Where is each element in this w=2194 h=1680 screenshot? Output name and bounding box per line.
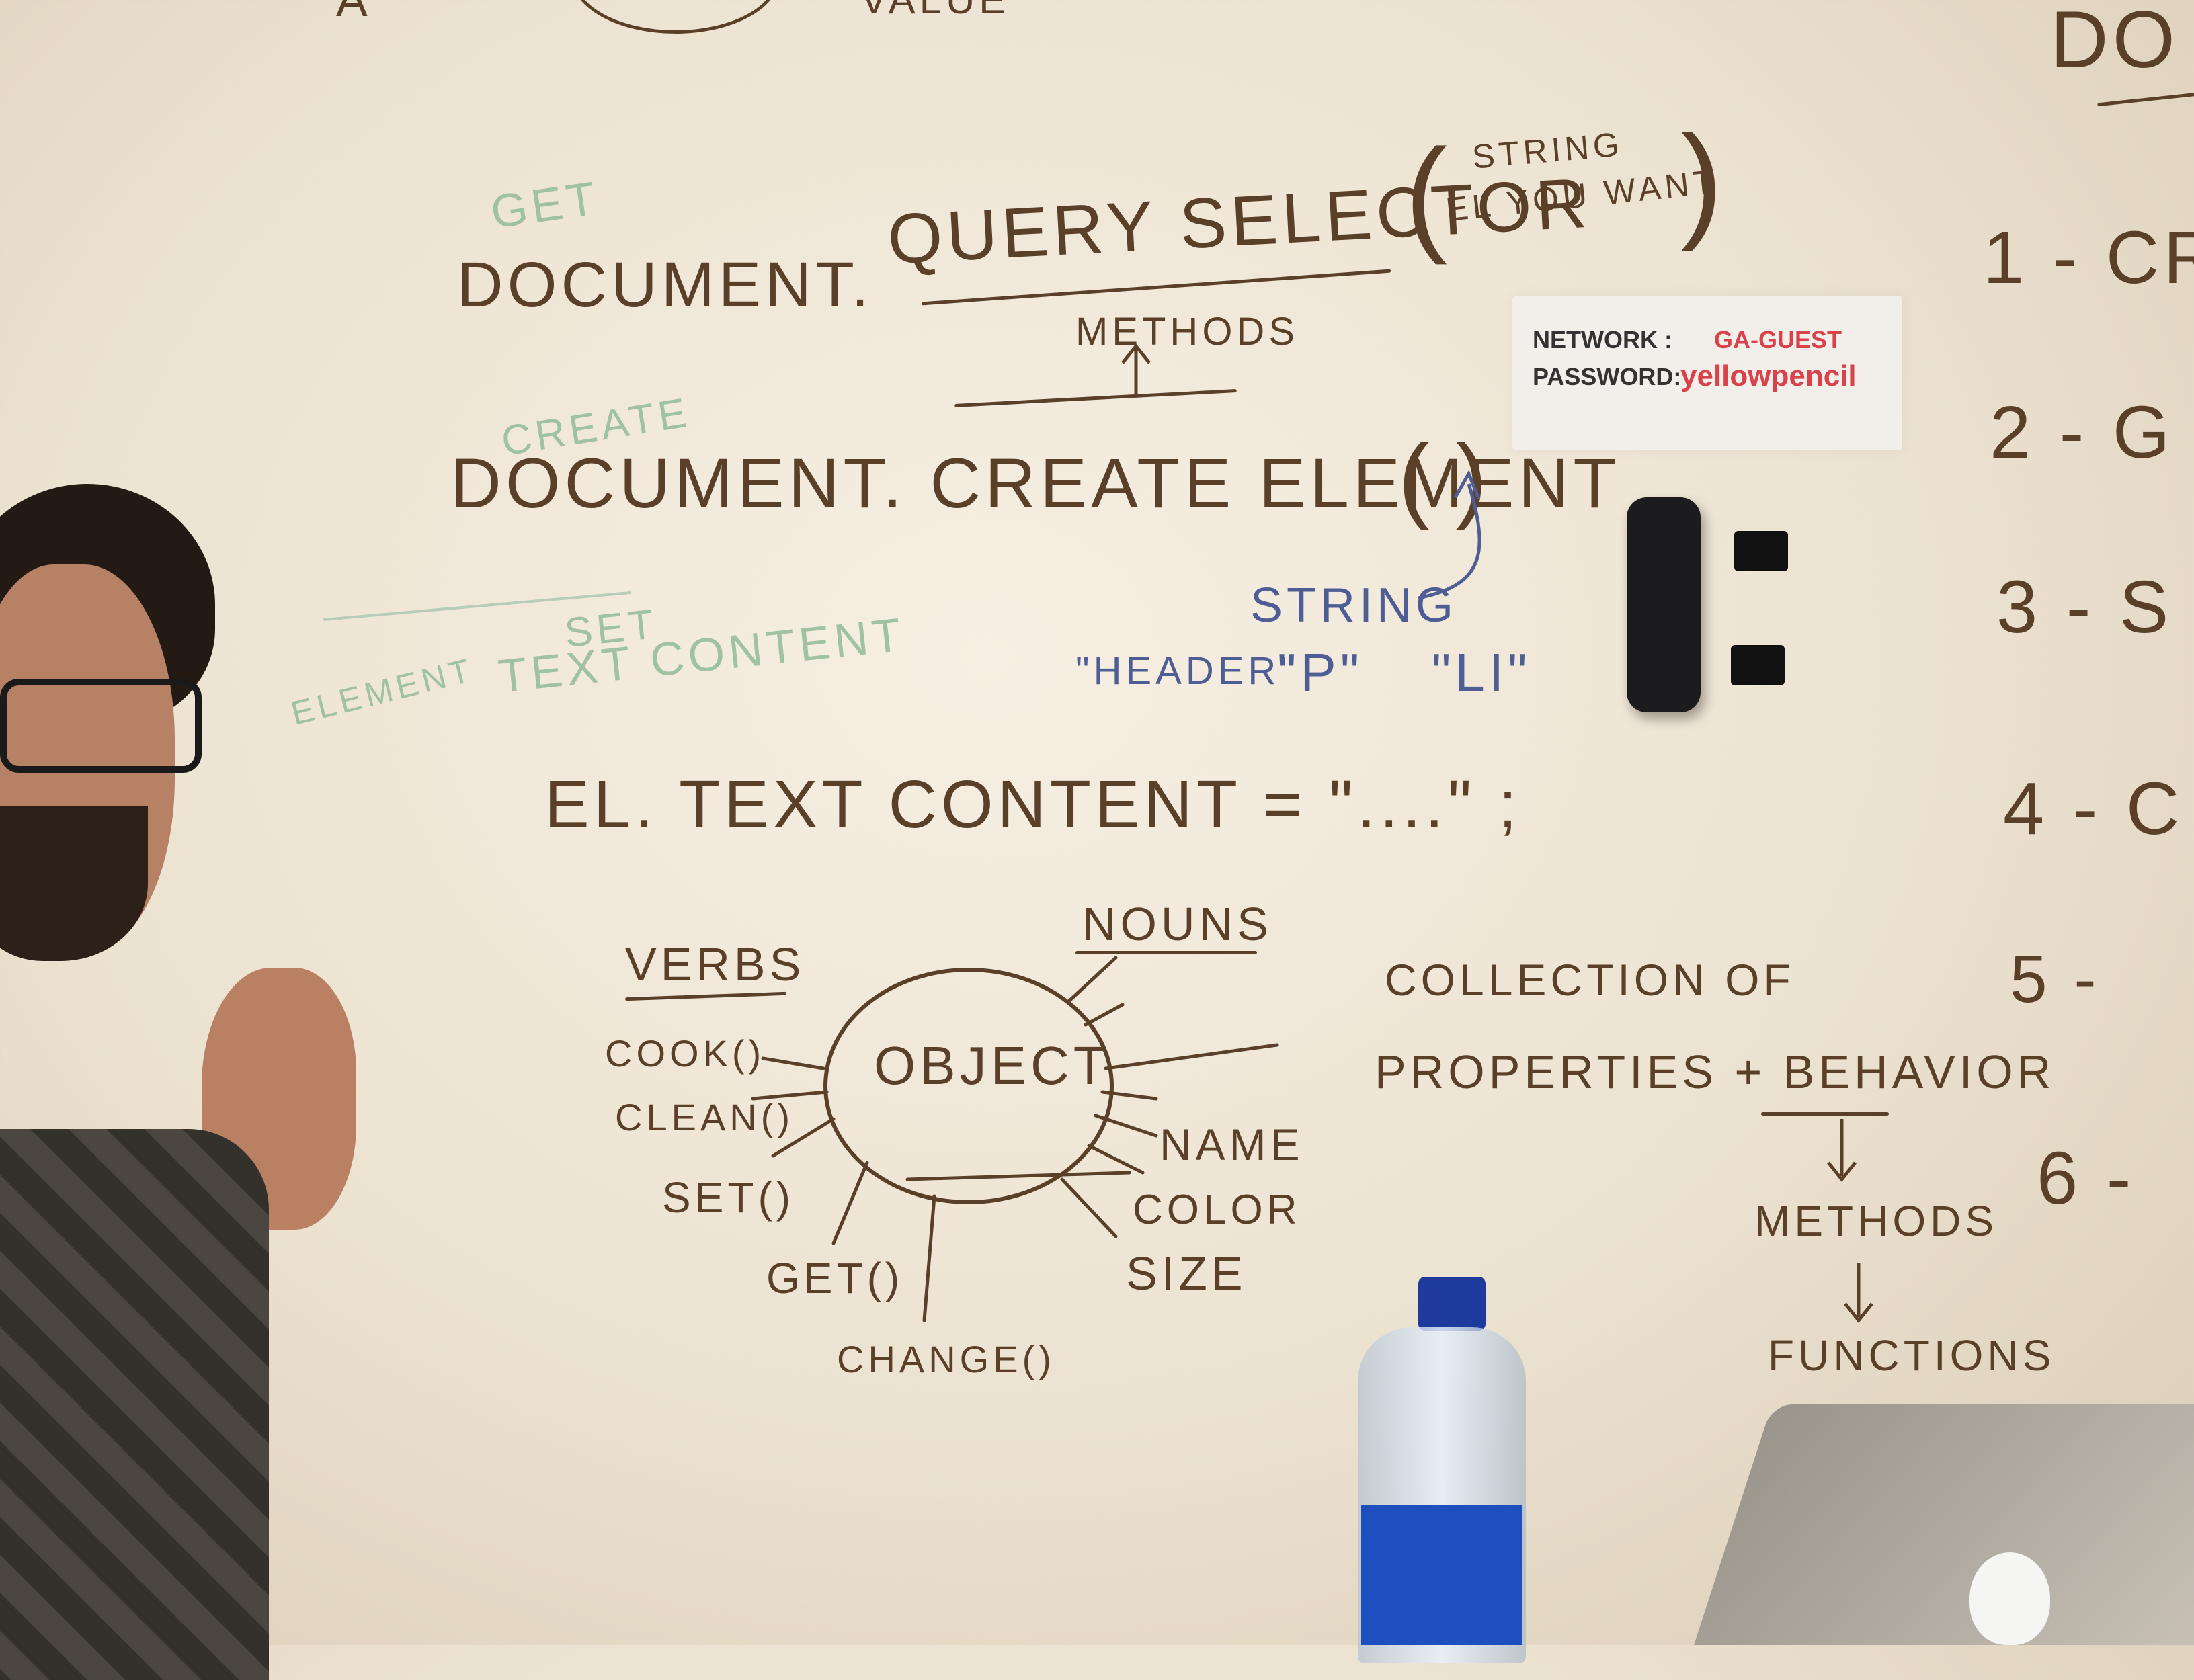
water-bottle-label	[1361, 1505, 1522, 1645]
verb-set: SET()	[662, 1173, 795, 1222]
string-example-li: "LI"	[1432, 642, 1531, 702]
noun-size: SIZE	[1126, 1247, 1247, 1300]
definition-step-methods: METHODS	[1754, 1197, 1998, 1245]
wall-mount-bottom	[1731, 645, 1785, 685]
right-heading: DO	[2050, 0, 2179, 85]
query-selector-paren-close: )	[1680, 110, 1723, 252]
right-list-item-5: 5 -	[2010, 941, 2101, 1017]
laptop	[1694, 1404, 2194, 1645]
methods-label: METHODS	[1075, 310, 1299, 353]
verb-cook: COOK()	[605, 1032, 766, 1075]
noun-name: NAME	[1160, 1120, 1304, 1169]
right-list-item-1: 1 - CR	[1983, 216, 2194, 299]
person-beard	[0, 806, 148, 961]
string-example-header: "HEADER"	[1075, 649, 1298, 693]
remote-control	[1627, 497, 1701, 712]
object-spokes	[751, 343, 1873, 1324]
nouns-underline	[1075, 951, 1257, 954]
object-center-label: OBJECT	[874, 1036, 1110, 1095]
right-list-item-2: 2 - G	[1990, 391, 2175, 474]
definition-line2: PROPERTIES + BEHAVIOR	[1375, 1046, 2056, 1098]
wifi-password-value: yellowpencil	[1680, 360, 1857, 392]
verb-change: CHANGE()	[837, 1338, 1055, 1380]
right-list-item-3: 3 - S	[1996, 566, 2173, 648]
create-element-code: DOCUMENT. CREATE ELEMENT	[450, 444, 1621, 523]
definition-step-functions: FUNCTIONS	[1768, 1331, 2056, 1380]
verbs-heading: VERBS	[625, 938, 805, 991]
verb-get: GET()	[766, 1254, 904, 1302]
right-list-item-6: 6 -	[2037, 1137, 2136, 1220]
wifi-password-label: PASSWORD:	[1533, 363, 1682, 390]
top-fragment-value: VALUE	[860, 0, 1010, 23]
person-shirt	[0, 1129, 269, 1680]
object-circle	[823, 968, 1114, 1204]
verb-clean: CLEAN()	[615, 1096, 795, 1138]
wall-mount-top	[1734, 531, 1788, 571]
apple-logo-icon	[1969, 1552, 2050, 1645]
right-list-item-4: 4 - C	[2003, 767, 2184, 850]
person-glasses	[0, 679, 202, 773]
wifi-network-label: NETWORK :	[1533, 326, 1672, 353]
string-example-p: "P"	[1277, 642, 1364, 702]
definition-line1: COLLECTION OF	[1385, 955, 1795, 1005]
query-selector-paren-open: (	[1405, 123, 1448, 265]
create-element-args: ( )	[1398, 425, 1488, 530]
string-label: STRING	[1250, 579, 1458, 632]
wifi-sign: NETWORK : GA-GUEST PASSWORD: yellowpenci…	[1512, 296, 1902, 450]
water-bottle-cap	[1418, 1277, 1486, 1331]
wifi-network-value: GA-GUEST	[1714, 326, 1842, 353]
noun-color: COLOR	[1133, 1187, 1301, 1233]
top-fragment-a: A	[336, 0, 372, 26]
text-content-code: EL. TEXT CONTENT = "...." ;	[544, 767, 1521, 842]
query-selector-code: DOCUMENT.	[457, 249, 873, 321]
nouns-heading: NOUNS	[1082, 898, 1272, 950]
definition-underline	[1761, 1112, 1889, 1116]
